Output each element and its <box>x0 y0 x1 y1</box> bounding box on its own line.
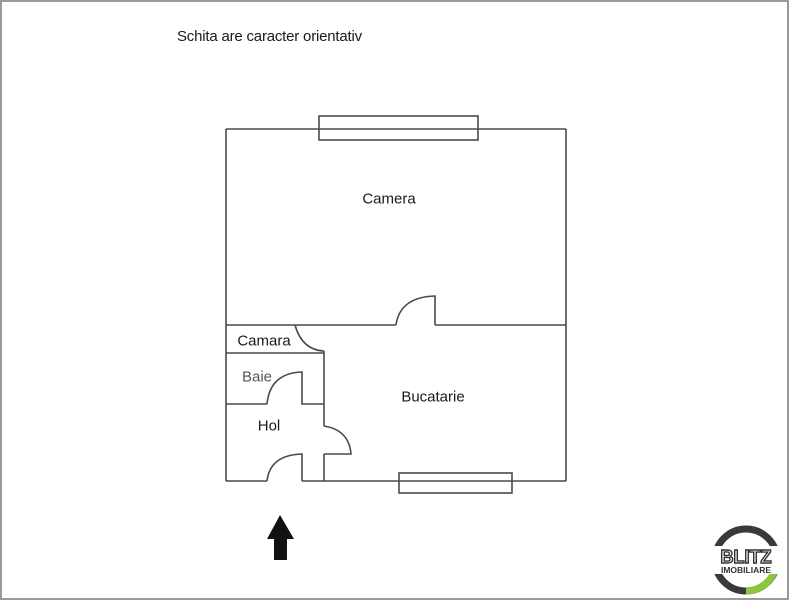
entrance-arrow-icon <box>267 515 294 560</box>
logo-subtitle: IMOBILIARE <box>721 565 771 575</box>
window-bottom <box>398 472 513 494</box>
room-label-baie: Baie <box>241 368 273 386</box>
room-label-camara: Camara <box>237 332 291 350</box>
door-camara <box>294 324 325 352</box>
window-top <box>318 115 479 141</box>
disclaimer-note: Schita are caracter orientativ <box>177 28 362 45</box>
logo-brand: BLITZ <box>721 547 772 567</box>
door-baie <box>266 371 324 405</box>
room-label-camera: Camera <box>362 190 416 208</box>
room-label-hol: Hol <box>257 417 281 435</box>
door-camera <box>395 295 436 326</box>
blitz-imobiliare-logo: BLITZ IMOBILIARE <box>710 525 782 595</box>
door-bucatarie <box>323 425 352 455</box>
room-label-bucatarie: Bucatarie <box>401 388 465 406</box>
door-entrance <box>266 453 303 482</box>
